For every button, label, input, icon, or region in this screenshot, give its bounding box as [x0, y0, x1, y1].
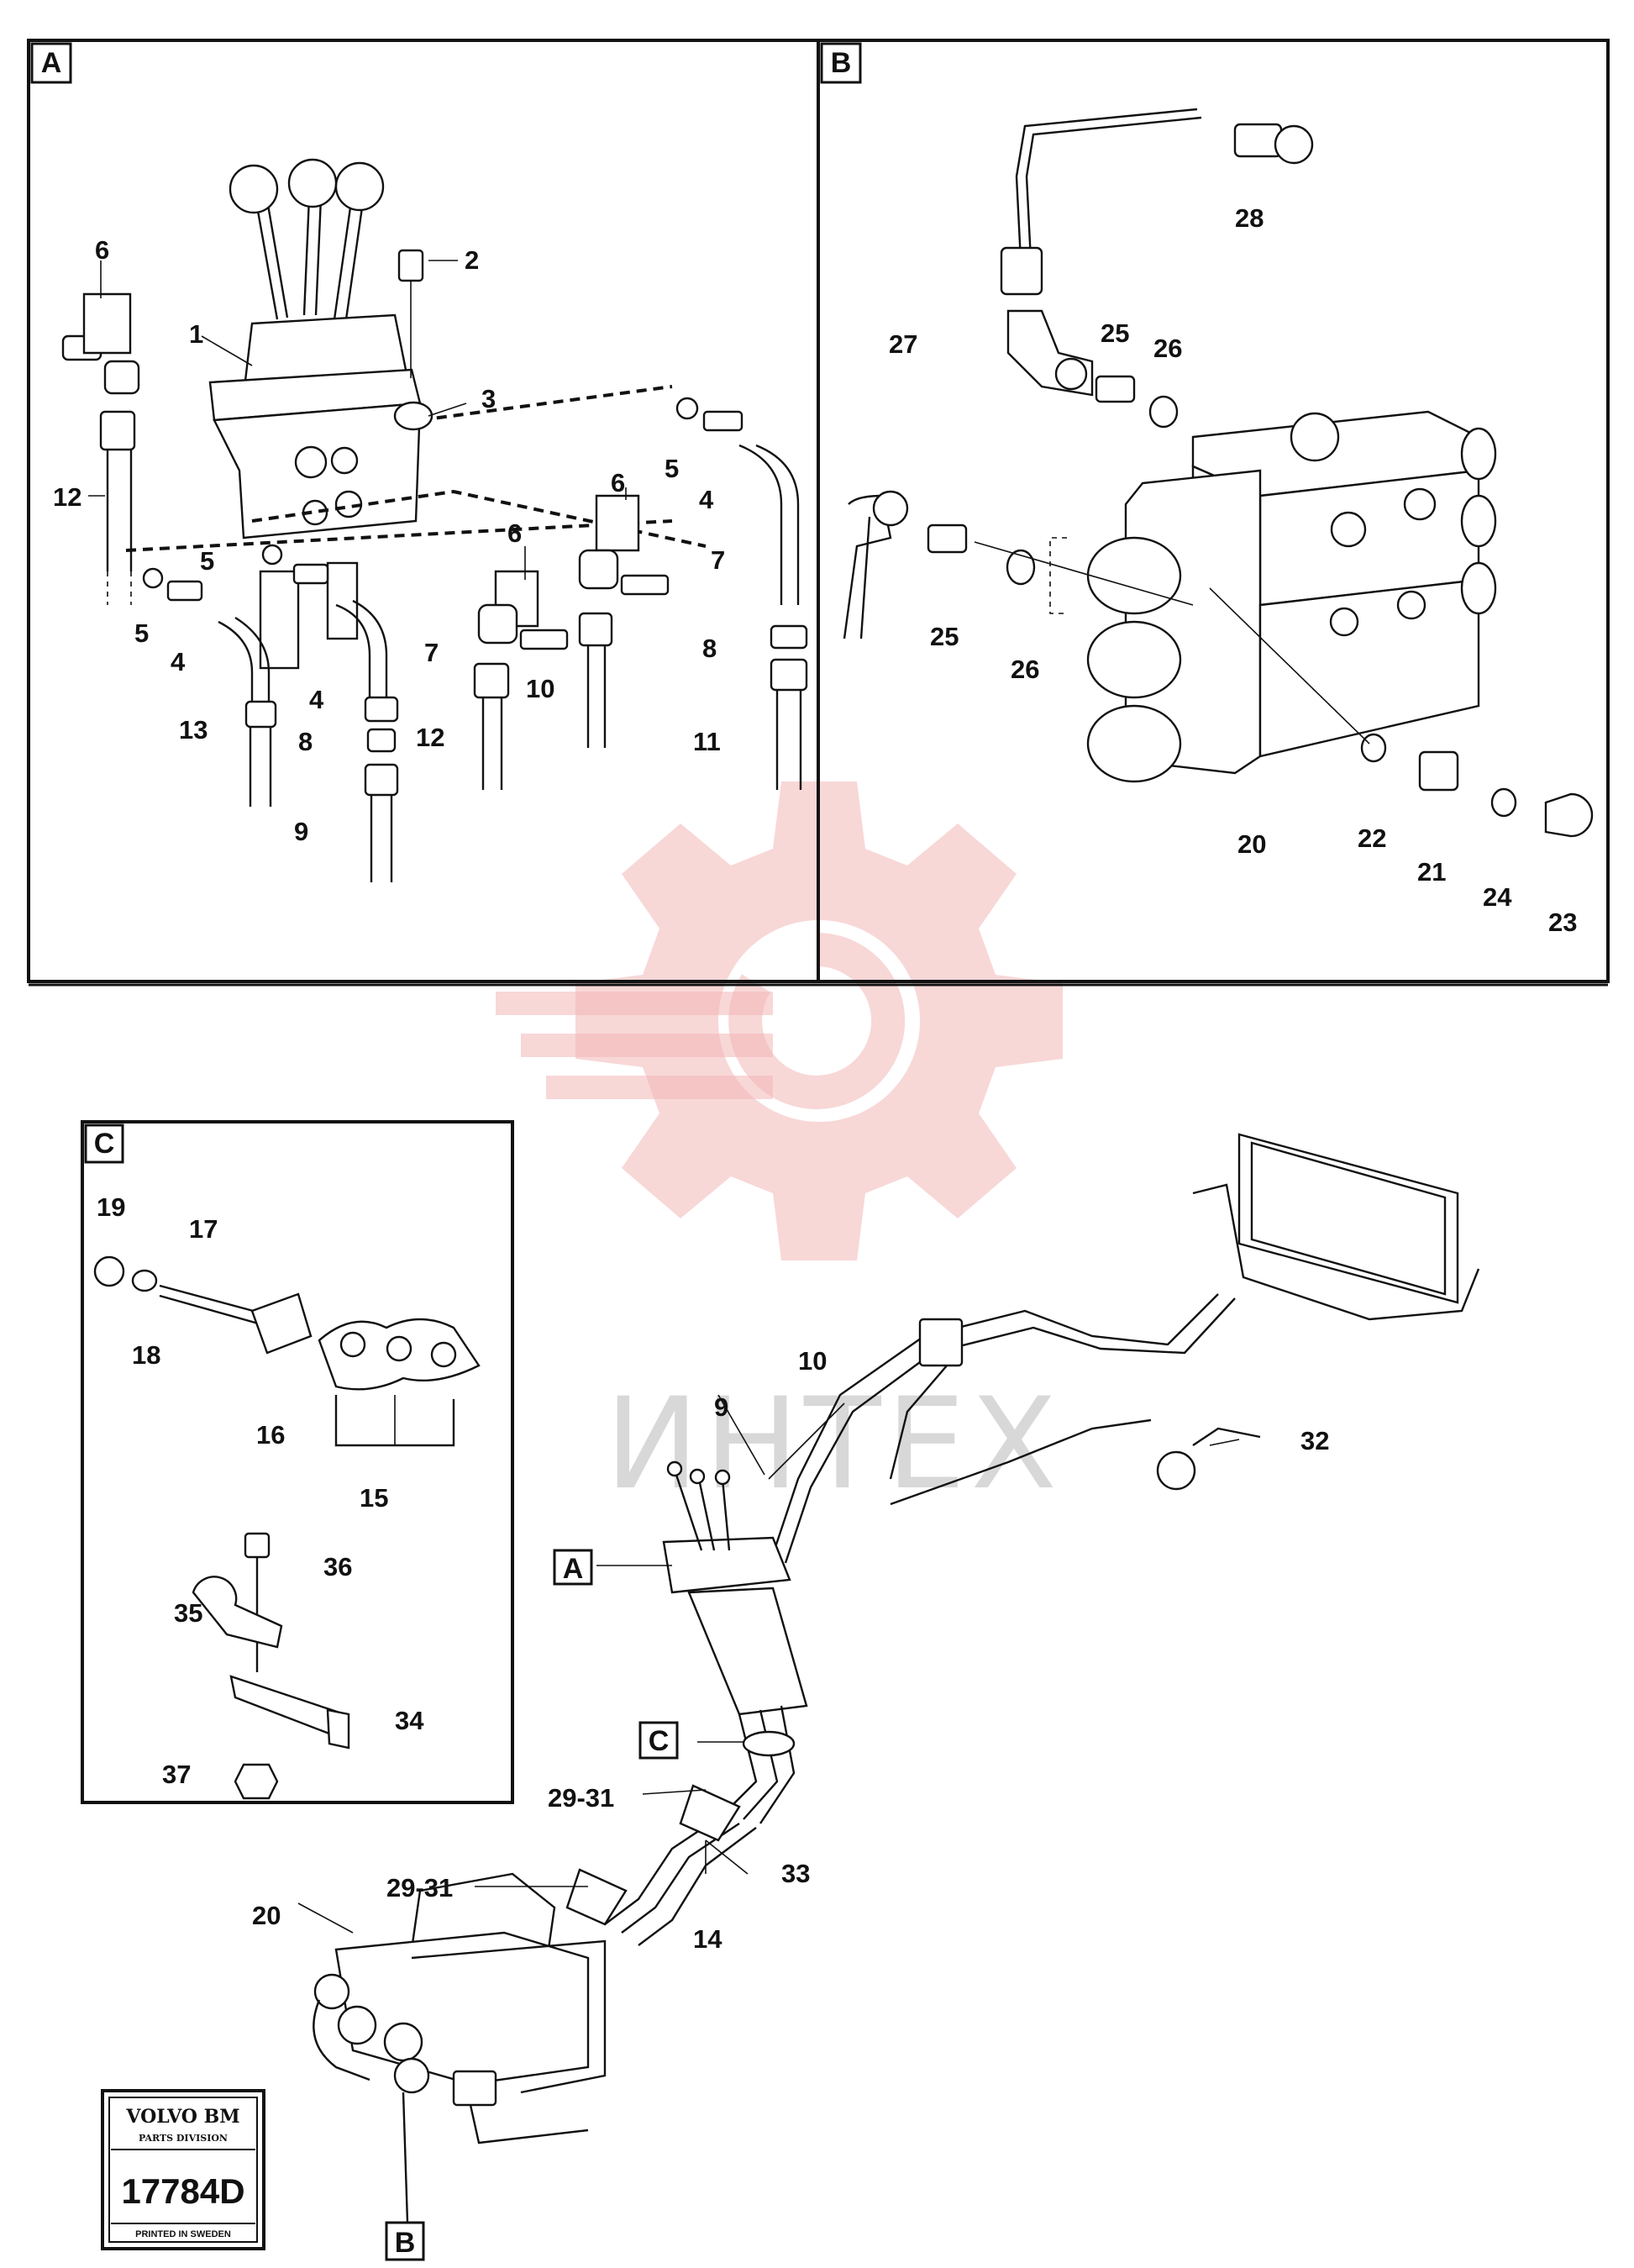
part-label: 4	[171, 647, 186, 676]
stamp-printed: PRINTED IN SWEDEN	[135, 2229, 231, 2239]
stamp-brand: VOLVO BM	[125, 2106, 239, 2128]
stamp-code: 17784D	[121, 2171, 244, 2211]
part-label: 14	[693, 1924, 722, 1954]
part-label: 24	[1483, 882, 1512, 912]
part-label: 12	[53, 482, 81, 512]
part-label: 34	[395, 1706, 424, 1735]
part-label: 5	[134, 618, 149, 648]
callout-b: B	[385, 2221, 425, 2261]
part-label: 29-31	[386, 1873, 453, 1902]
panel-c-labels: 15 16 17 18 19 34 35 36 37	[97, 1192, 424, 1789]
part-label: 7	[711, 545, 725, 575]
part-label: 17	[189, 1214, 218, 1244]
part-label: 29-31	[548, 1783, 614, 1813]
part-label: 7	[424, 638, 439, 667]
part-label: 9	[294, 817, 308, 846]
part-label: 4	[309, 685, 324, 714]
part-label: 37	[162, 1760, 191, 1789]
panel-a-drawing	[61, 158, 808, 882]
part-label: 6	[611, 468, 625, 497]
part-label: 25	[930, 622, 959, 651]
part-label: 2	[465, 245, 479, 275]
callout-a-text: A	[563, 1553, 584, 1585]
stamp-division: PARTS DIVISION	[139, 2133, 228, 2144]
callout-a: A	[553, 1549, 593, 1586]
part-label: 9	[714, 1392, 728, 1422]
overview-assembly	[313, 1133, 1480, 2144]
panel-b-drawing	[843, 108, 1594, 838]
panel-c-tag: C	[94, 1128, 115, 1160]
part-label: 8	[702, 634, 717, 663]
part-label: 26	[1011, 655, 1039, 684]
panel-a-tag: A	[41, 47, 62, 79]
watermark-text: ИНТЕХ	[605, 1371, 1062, 1518]
part-label: 10	[798, 1346, 827, 1376]
part-label: 5	[200, 546, 214, 576]
part-label: 20	[252, 1901, 281, 1930]
part-label: 28	[1235, 203, 1264, 233]
part-label: 22	[1358, 824, 1386, 853]
panel-b-frame: B	[817, 39, 1610, 983]
part-label: 12	[416, 723, 444, 752]
part-label: 23	[1548, 908, 1577, 937]
part-label: 21	[1417, 857, 1446, 887]
overview-leaders	[297, 1394, 1240, 2223]
callout-c: C	[638, 1721, 679, 1760]
part-label: 1	[189, 319, 203, 349]
panel-b-labels: 20 21 22 23 24 25 25 26 26 27 28	[889, 203, 1577, 937]
part-label: 6	[507, 518, 522, 548]
part-label: 16	[256, 1420, 285, 1450]
callout-c-text: C	[649, 1725, 670, 1757]
part-label: 35	[174, 1598, 202, 1628]
panel-a-labels: 1 2 3 4 4 4 5 5 5 6 6 6 7 7 8 8 9 10 11 …	[53, 235, 725, 846]
part-label: 33	[781, 1859, 810, 1888]
volvo-bm-stamp: VOLVO BM PARTS DIVISION 17784D PRINTED I…	[101, 2089, 265, 2250]
part-label: 19	[97, 1192, 125, 1222]
watermark-gear-logo	[496, 781, 1063, 1260]
part-label: 6	[95, 235, 109, 265]
part-label: 5	[665, 454, 679, 483]
part-label: 26	[1153, 334, 1182, 363]
part-label: 11	[693, 727, 721, 756]
part-label: 36	[323, 1552, 352, 1581]
control-lever-unit	[208, 158, 422, 670]
part-label: 8	[298, 727, 313, 756]
overview-labels: 9 10 14 20 29-31 29-31 32 33	[252, 1346, 1329, 1954]
part-label: 20	[1237, 829, 1266, 859]
part-label: 15	[360, 1483, 388, 1513]
part-label: 3	[481, 384, 496, 413]
part-label: 25	[1101, 318, 1129, 348]
panel-c-drawing	[93, 1255, 481, 1800]
part-label: 27	[889, 329, 917, 359]
panel-a-leaders	[88, 260, 627, 580]
part-label: 13	[179, 715, 208, 745]
part-label: 32	[1300, 1426, 1329, 1455]
callout-b-text: B	[395, 2227, 416, 2259]
panel-b-tag: B	[831, 47, 852, 79]
panel-c-frame: C	[81, 1120, 514, 1804]
part-label: 18	[132, 1340, 160, 1370]
part-label: 4	[699, 485, 714, 514]
part-label: 10	[526, 674, 554, 703]
